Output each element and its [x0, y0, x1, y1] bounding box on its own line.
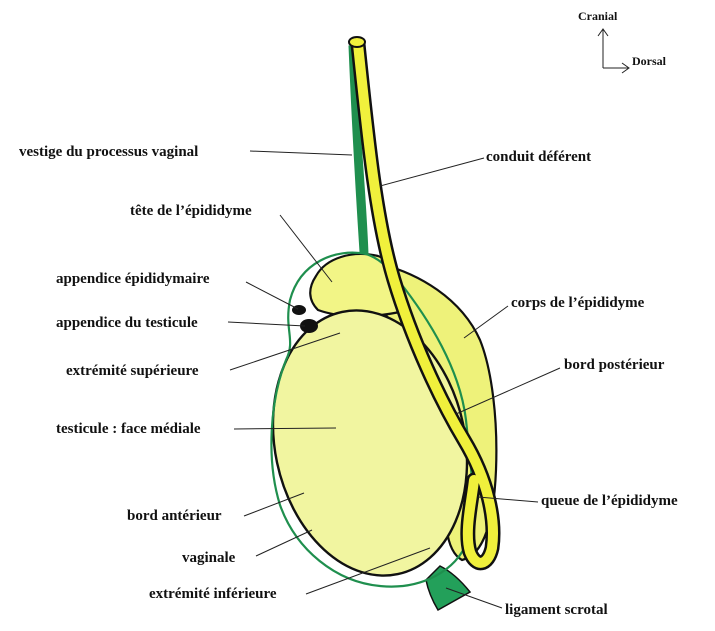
label-queue-epididyme: queue de l’épididyme [541, 493, 678, 509]
diagram-labels: vestige du processus vaginal conduit déf… [19, 144, 678, 618]
leader-corps [463, 305, 509, 339]
leader-vestige [249, 150, 353, 156]
leader-face-mediale [233, 427, 337, 430]
leader-vaginale [255, 529, 313, 557]
leader-ligament [445, 587, 503, 609]
leader-appendice-epi [245, 281, 299, 310]
label-ligament-scrotal: ligament scrotal [505, 602, 608, 618]
vaginal-tunic-outline [270, 251, 474, 588]
label-tete-epididyme: tête de l’épididyme [130, 203, 252, 219]
ductus-deferens-fill [353, 39, 498, 568]
label-bord-posterieur: bord postérieur [564, 357, 665, 373]
leader-tete [279, 214, 333, 283]
leader-extremite-sup [229, 332, 341, 371]
label-cranial: Cranial [578, 9, 618, 23]
label-vestige-processus-vaginal: vestige du processus vaginal [19, 144, 198, 160]
leader-queue [477, 496, 539, 503]
appendix-testis-shape [300, 319, 318, 333]
label-dorsal: Dorsal [632, 54, 667, 68]
label-corps-epididyme: corps de l’épididyme [511, 295, 645, 311]
leader-conduit [379, 157, 485, 187]
leader-bord-ant [243, 492, 305, 517]
label-vaginale: vaginale [182, 550, 236, 566]
label-testicule-face-mediale: testicule : face médiale [56, 421, 201, 437]
leader-bord-post [455, 367, 561, 415]
label-extremite-superieure: extrémité supérieure [66, 363, 199, 379]
orientation-indicator: Cranial Dorsal [578, 9, 667, 74]
leader-lines [227, 150, 561, 609]
ductus-deferens-opening [348, 36, 366, 48]
label-conduit-deferent: conduit déférent [486, 149, 591, 165]
label-appendice-testicule: appendice du testicule [56, 315, 198, 331]
leader-appendice-test [227, 321, 306, 327]
arrow-cranial-icon [597, 28, 609, 68]
label-bord-anterieur: bord antérieur [127, 508, 222, 524]
arrow-dorsal-icon [603, 62, 630, 74]
leader-extremite-inf [305, 547, 431, 595]
ligament-scrotal-shape [425, 565, 472, 612]
label-extremite-inferieure: extrémité inférieure [149, 586, 277, 602]
label-appendice-epididymaire: appendice épididymaire [56, 271, 210, 287]
